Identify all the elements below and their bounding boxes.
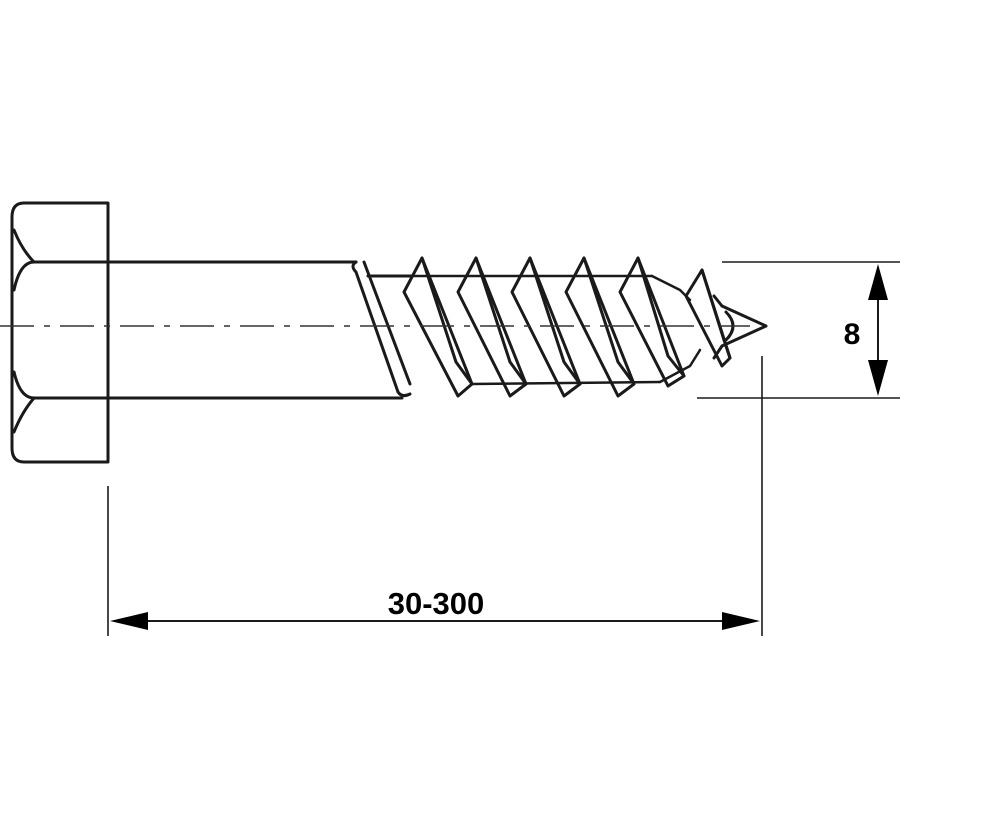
thread-4 <box>564 256 636 398</box>
diameter-label: 8 <box>844 318 861 351</box>
arrowhead-right-icon <box>722 612 760 630</box>
thread-3 <box>510 256 582 398</box>
hex-head <box>10 201 110 464</box>
thread-core <box>410 274 702 386</box>
shank <box>106 260 404 400</box>
arrowhead-up-icon <box>868 264 888 300</box>
arrowhead-down-icon <box>868 360 888 396</box>
length-label: 30-300 <box>388 586 485 621</box>
thread-1 <box>402 256 474 398</box>
thread-2 <box>456 256 528 398</box>
thread-5 <box>618 256 686 388</box>
arrowhead-left-icon <box>110 612 148 630</box>
thread-runout <box>351 260 414 398</box>
length-dimension <box>107 356 763 636</box>
screw-tip <box>712 294 768 360</box>
thread-6 <box>684 268 732 368</box>
diameter-dimension <box>697 261 900 399</box>
screw <box>10 201 768 464</box>
